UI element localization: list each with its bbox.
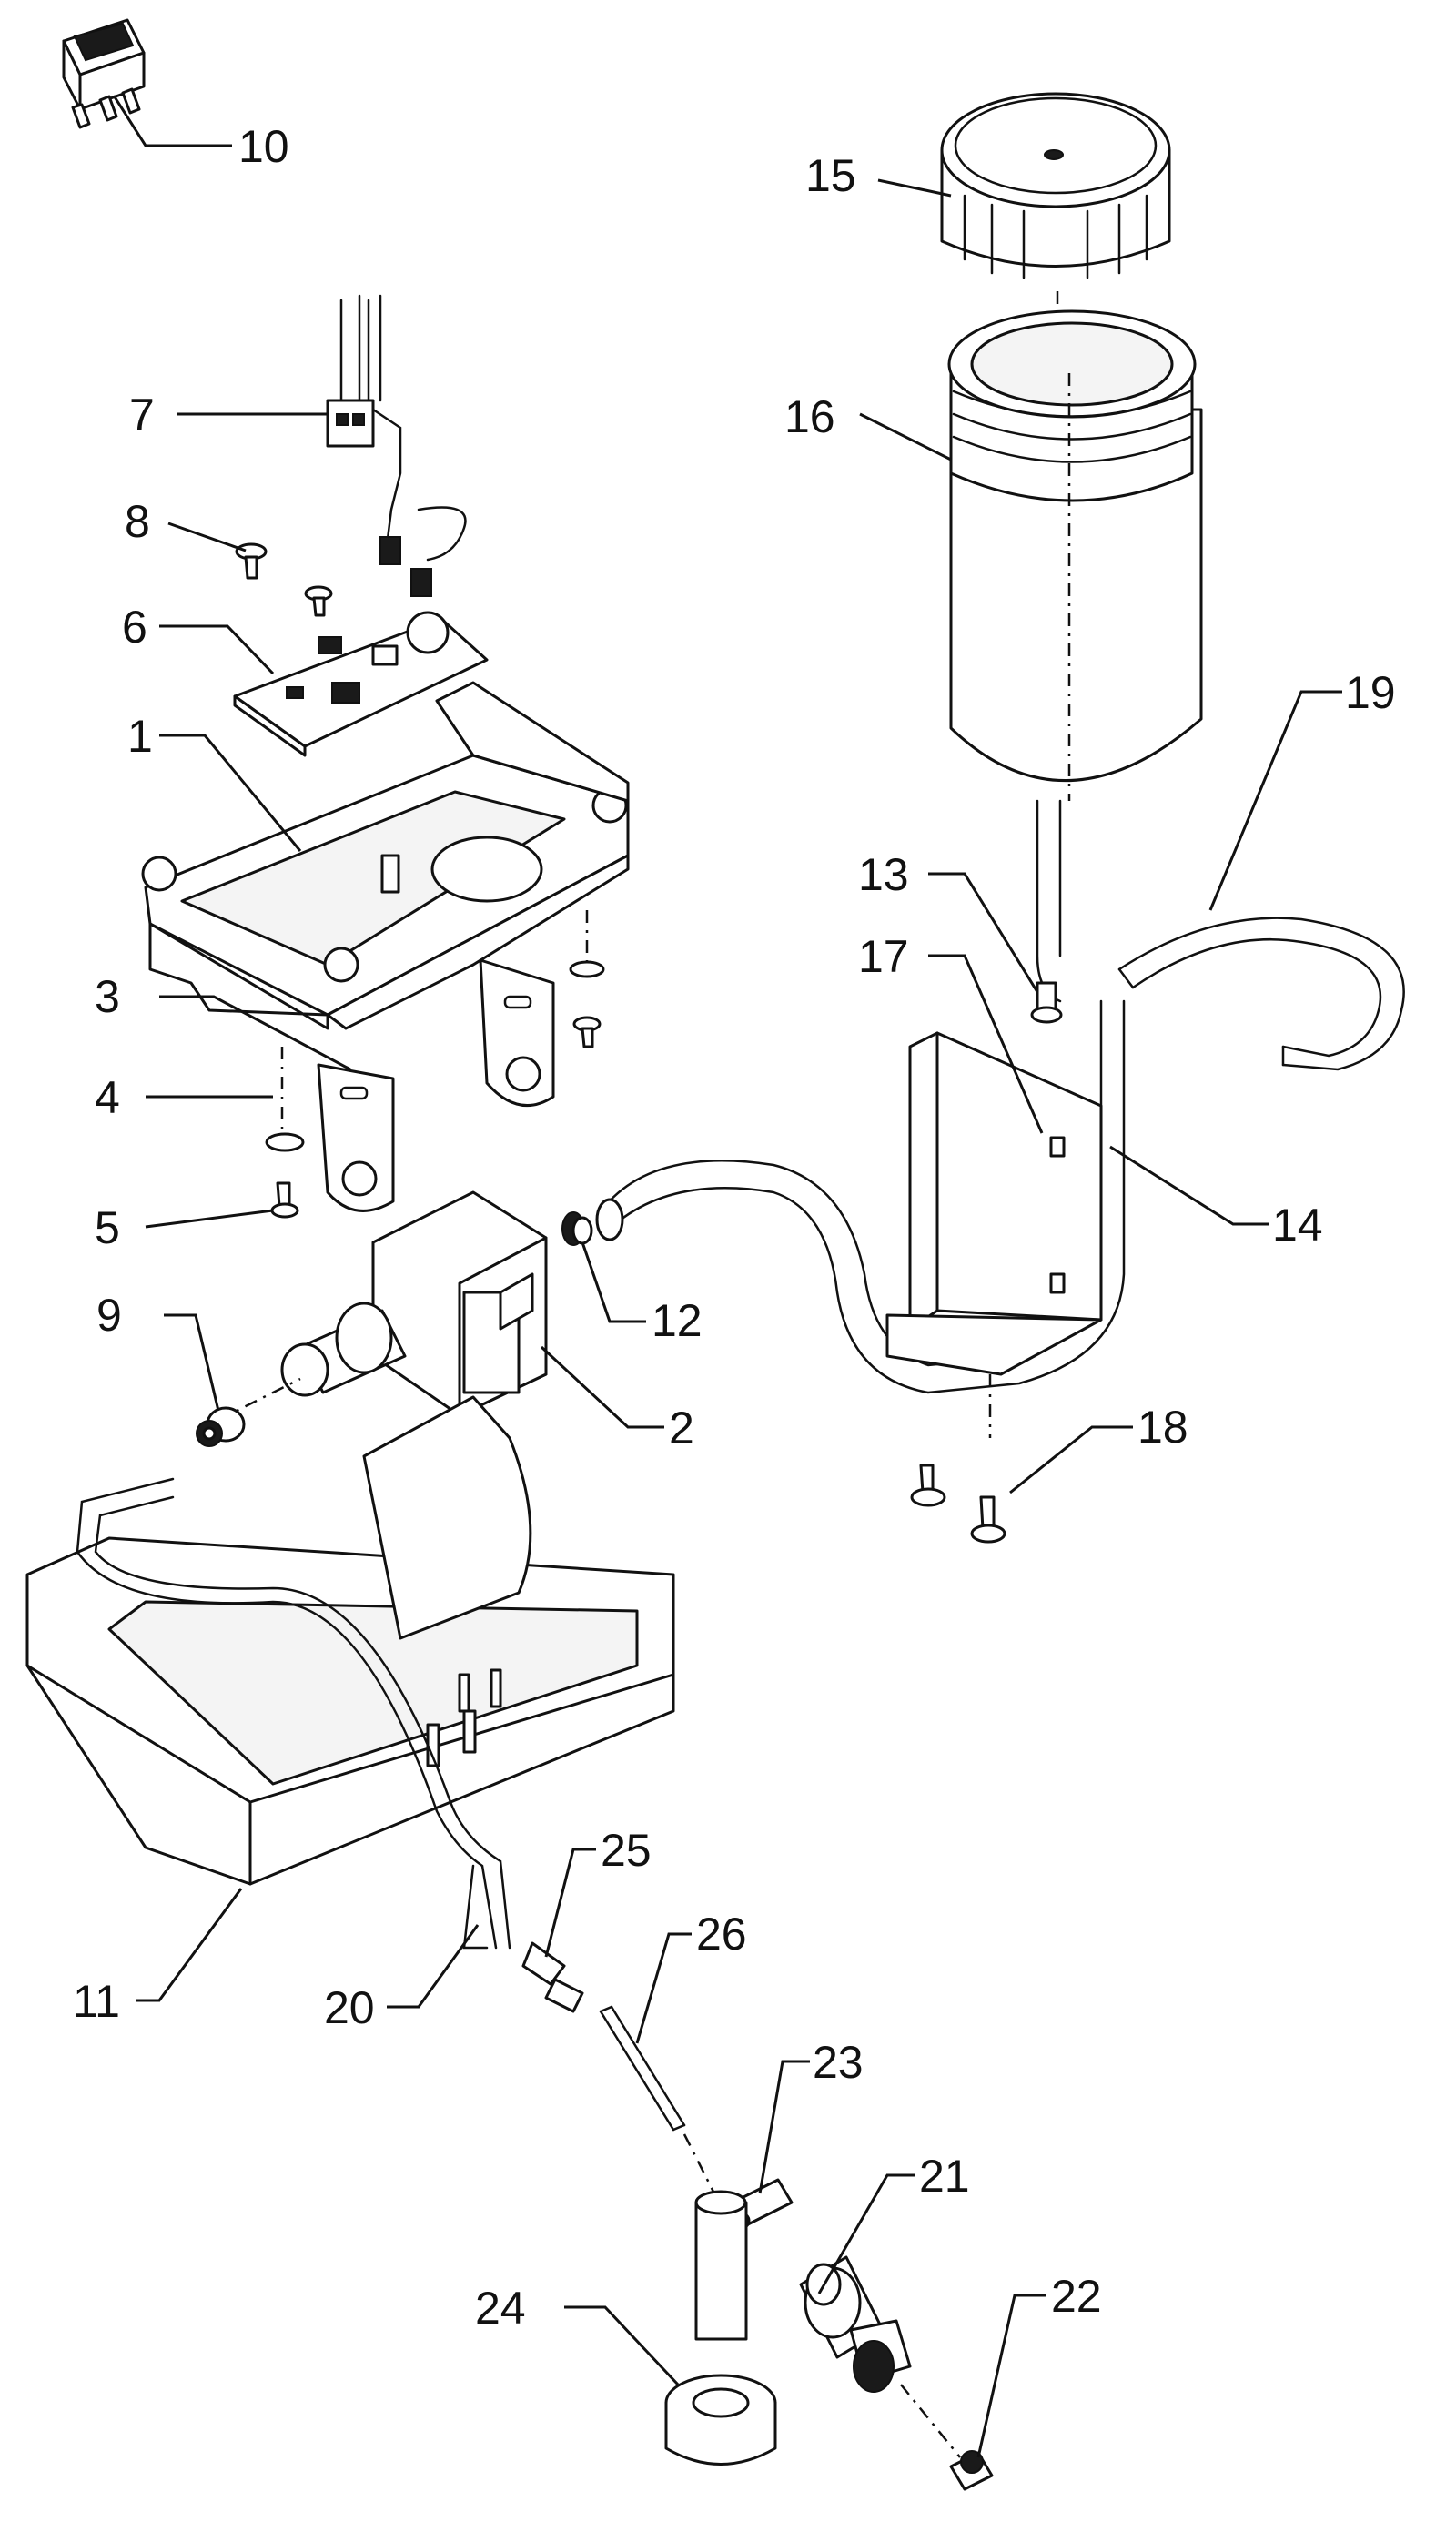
part-26-hose-segment bbox=[599, 2005, 686, 2132]
part-5-screw bbox=[270, 1181, 299, 1219]
callout-24: 24 bbox=[475, 2283, 526, 2334]
part-13-valve-pin bbox=[1030, 981, 1063, 1024]
part-17-tank-holder bbox=[885, 1031, 1103, 1376]
callout-11: 11 bbox=[73, 1976, 120, 2027]
callout-7: 7 bbox=[129, 390, 155, 441]
callout-18: 18 bbox=[1138, 1402, 1188, 1453]
callout-14: 14 bbox=[1272, 1200, 1323, 1251]
part-18-screws bbox=[910, 1464, 1006, 1544]
callout-6: 6 bbox=[122, 602, 147, 653]
callout-19: 19 bbox=[1345, 667, 1396, 718]
callout-10: 10 bbox=[238, 121, 289, 172]
callout-1: 1 bbox=[127, 711, 153, 762]
part-6-circuit-board bbox=[233, 611, 489, 757]
callout-22: 22 bbox=[1051, 2271, 1102, 2322]
axis-valve-knob bbox=[900, 2384, 961, 2458]
callout-4: 4 bbox=[95, 1072, 120, 1123]
part-22-knob bbox=[949, 2450, 994, 2491]
part-2-pump bbox=[280, 1190, 548, 1417]
callout-8: 8 bbox=[125, 496, 150, 547]
callout-2: 2 bbox=[669, 1403, 694, 1453]
part-25-connector bbox=[521, 1941, 584, 2013]
callout-13: 13 bbox=[858, 849, 909, 900]
part-10-rocker-switch bbox=[62, 18, 146, 129]
leader-lines bbox=[112, 95, 1342, 2458]
part-11-drip-tray bbox=[25, 1395, 675, 1886]
callout-25: 25 bbox=[601, 1825, 652, 1876]
callout-23: 23 bbox=[813, 2037, 864, 2088]
screw-right bbox=[572, 1016, 602, 1048]
callout-15: 15 bbox=[805, 150, 856, 201]
part-8-screw bbox=[235, 542, 268, 580]
part-24-nozzle bbox=[664, 2190, 777, 2466]
callout-21: 21 bbox=[919, 2151, 970, 2202]
part-16-water-tank bbox=[947, 309, 1203, 801]
part-21-valve bbox=[799, 2255, 912, 2393]
callout-17: 17 bbox=[858, 931, 909, 982]
part-15-tank-cap bbox=[940, 92, 1171, 279]
part-9-fitting bbox=[196, 1406, 246, 1447]
part-1-housing-base bbox=[141, 681, 630, 1030]
part-12-hose-clamp bbox=[561, 1211, 593, 1246]
callout-12: 12 bbox=[652, 1295, 703, 1346]
callout-26: 26 bbox=[696, 1909, 747, 1960]
washer-right bbox=[569, 960, 605, 978]
part-20-tube bbox=[76, 1477, 511, 1950]
callout-5: 5 bbox=[95, 1202, 120, 1253]
callout-9: 9 bbox=[96, 1290, 122, 1341]
callout-labels: 10 15 7 16 8 6 1 19 13 17 3 4 5 14 9 12 … bbox=[73, 121, 1396, 2334]
part-7-wire-harness bbox=[326, 294, 467, 597]
callout-16: 16 bbox=[784, 391, 835, 442]
screw-pcb bbox=[304, 585, 333, 617]
part-4-washer bbox=[265, 1132, 305, 1152]
part-19-retaining-clip bbox=[1117, 917, 1405, 1071]
callout-20: 20 bbox=[324, 1982, 375, 2033]
callout-3: 3 bbox=[95, 971, 120, 1022]
part-3-mounting-bracket bbox=[317, 958, 555, 1212]
